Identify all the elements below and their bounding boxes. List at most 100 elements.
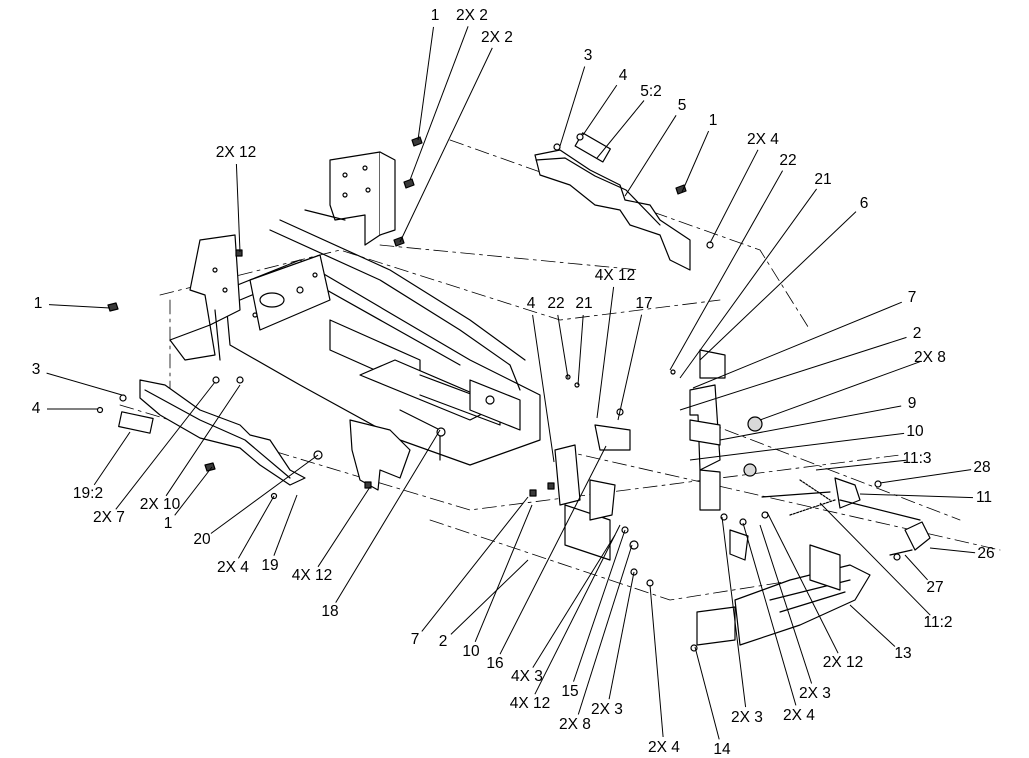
right-bracket: [689, 349, 763, 561]
callout-label-c41: 4X 3: [511, 668, 543, 685]
hardware-bolts: [96, 133, 901, 652]
leader-line-c50: [210, 454, 319, 534]
leader-line-c41: [532, 534, 616, 668]
leader-line-c08: [681, 130, 710, 193]
leader-line-c56: [46, 372, 123, 396]
leader-line-c05: [582, 84, 618, 136]
leader-line-c22: [719, 405, 902, 441]
leader-line-c10: [669, 170, 784, 371]
leader-line-c15: [532, 314, 555, 463]
leader-line-c25: [879, 469, 972, 484]
callout-label-c05: 4: [619, 67, 628, 84]
callout-label-c56: 3: [32, 361, 41, 378]
bumper: [696, 544, 871, 646]
callout-label-c33: 2X 4: [783, 707, 815, 724]
callout-label-c08: 1: [709, 112, 718, 129]
leader-line-c49: [237, 495, 275, 559]
leader-line-c26: [859, 493, 974, 499]
leader-line-c13: [235, 163, 241, 253]
leader-line-c04: [559, 66, 586, 147]
callout-label-c07: 5: [678, 97, 687, 114]
leader-line-c29: [819, 502, 931, 616]
callout-label-c22: 9: [908, 395, 917, 412]
leader-line-c23: [689, 432, 905, 461]
leader-line-c11: [679, 188, 818, 379]
leader-line-c45: [421, 496, 529, 632]
leader-line-c34: [721, 516, 747, 708]
leader-line-c42: [499, 445, 607, 655]
callout-label-c04: 3: [584, 47, 593, 64]
callout-label-c01: 1: [431, 7, 440, 24]
leader-line-c53: [115, 381, 216, 510]
callout-label-c49: 2X 4: [217, 559, 249, 576]
callout-label-c51: 1: [164, 515, 173, 532]
callout-label-c55: 4: [32, 400, 41, 417]
spring-assembly: [761, 477, 921, 521]
callout-label-c27: 26: [977, 545, 994, 562]
callout-label-c45: 7: [411, 631, 420, 648]
callout-label-c39: 15: [561, 683, 578, 700]
leader-line-c35: [694, 646, 720, 740]
leader-line-c43: [474, 504, 533, 642]
leader-line-c37: [608, 571, 635, 700]
leader-line-c31: [766, 511, 839, 654]
callout-label-c54: 19:2: [73, 485, 103, 502]
callout-label-c50: 20: [193, 531, 211, 548]
callout-label-c26: 11: [976, 489, 992, 506]
main-frame: [224, 219, 541, 466]
callout-label-c40: 4X 12: [510, 695, 551, 712]
artwork: [96, 132, 1001, 652]
leader-line-c48: [273, 494, 298, 556]
callout-label-c48: 19: [261, 557, 278, 574]
leader-line-c01: [417, 26, 434, 141]
top-shield-plate: [534, 132, 691, 271]
center-mount: [349, 419, 631, 561]
leader-line-c07: [624, 115, 677, 197]
leader-line-c06: [596, 100, 645, 159]
callout-label-c23: 10: [906, 423, 924, 440]
rear-bracket: [304, 151, 396, 246]
callout-label-c28: 27: [926, 579, 943, 596]
callout-label-c12: 6: [860, 195, 869, 212]
callout-label-c36: 2X 4: [648, 739, 680, 756]
callout-label-c46: 18: [321, 603, 338, 620]
leader-line-c52: [165, 384, 241, 497]
callout-label-c10: 22: [779, 152, 796, 169]
callout-label-c53: 2X 7: [93, 509, 125, 526]
callout-label-c52: 2X 10: [140, 496, 181, 513]
leader-line-c03: [399, 47, 493, 243]
leader-line-c12: [699, 211, 857, 361]
callout-label-c09: 2X 4: [747, 131, 779, 148]
bumper-clamp: [889, 521, 931, 556]
callout-label-c21: 2X 8: [914, 349, 946, 366]
callout-label-c42: 16: [486, 655, 503, 672]
leader-line-c14: [596, 286, 615, 419]
callout-label-c29: 11:2: [923, 614, 952, 631]
callout-label-c38: 2X 8: [559, 716, 591, 733]
callout-label-c16: 22: [547, 295, 564, 312]
leader-line-c27: [929, 547, 976, 554]
leader-line-c44: [450, 559, 529, 635]
callout-label-c57: 1: [34, 295, 43, 312]
left-skid-plate: [118, 379, 306, 486]
left-bracket: [169, 234, 241, 361]
leader-line-c28: [904, 554, 928, 581]
leader-line-c30: [849, 604, 896, 647]
callout-label-c25: 28: [973, 459, 990, 476]
callout-label-c02: 2X 2: [456, 7, 488, 24]
callout-label-c30: 13: [894, 645, 911, 662]
callout-label-c11: 21: [814, 171, 831, 188]
leader-line-c16: [557, 314, 569, 379]
leader-line-c17: [577, 314, 584, 386]
callout-label-c14: 4X 12: [595, 267, 636, 284]
callout-label-c37: 2X 3: [591, 701, 623, 718]
leader-line-c51: [174, 466, 213, 516]
callout-leader-lines: [46, 26, 976, 740]
leader-line-c09: [709, 149, 759, 244]
callout-label-c24: 11:3: [902, 450, 931, 467]
leader-line-c36: [649, 584, 664, 738]
leader-line-c18: [617, 314, 643, 421]
leader-line-c21: [759, 361, 920, 421]
leader-line-c24: [815, 459, 907, 471]
